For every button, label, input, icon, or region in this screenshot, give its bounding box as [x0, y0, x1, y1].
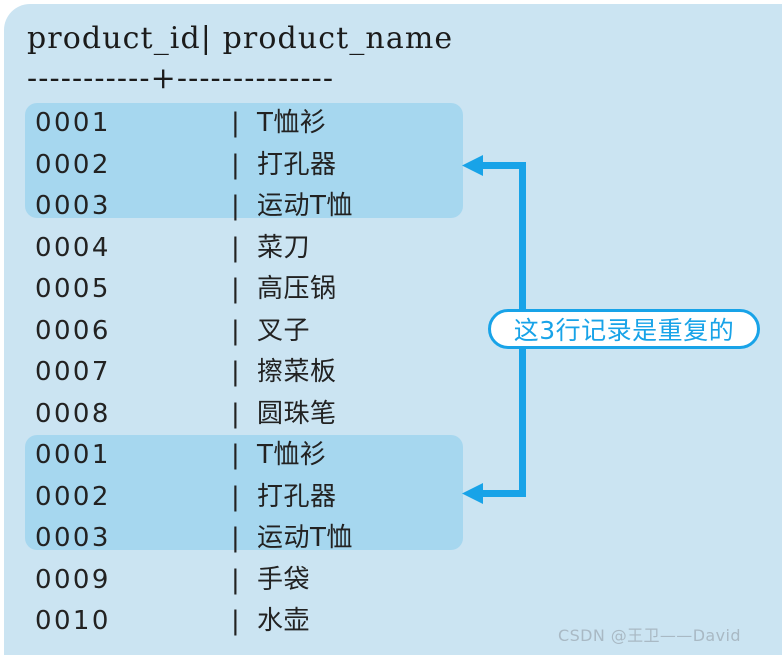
cell-separator-pipe: |	[231, 481, 240, 512]
cell-separator-pipe: |	[231, 523, 240, 553]
cell-product-id: 0002	[35, 481, 111, 512]
duplicate-callout-label: 这3行记录是重复的	[513, 316, 735, 345]
cell-separator-pipe: |	[231, 440, 240, 470]
table-row: 0001 | T恤衫	[0, 435, 500, 477]
table-row: 0003 | 运动T恤	[0, 518, 500, 560]
cell-separator-pipe: |	[231, 398, 240, 429]
cell-separator-pipe: |	[231, 149, 240, 180]
cell-product-name: 运动T恤	[257, 191, 353, 221]
watermark-label: CSDN @王卫——David	[558, 626, 741, 645]
cell-product-id: 0002	[35, 149, 111, 180]
duplicate-highlight-band-second	[25, 435, 463, 550]
table-row: 0002 | 打孔器	[0, 145, 500, 187]
cell-product-id: 0001	[35, 440, 111, 470]
cell-product-name: 水壶	[257, 606, 311, 636]
cell-product-id: 0006	[35, 315, 111, 346]
cell-product-name: 擦菜板	[257, 357, 337, 387]
cell-product-id: 0004	[35, 232, 111, 263]
cell-separator-pipe: |	[231, 108, 240, 138]
cell-product-name: 高压锅	[257, 274, 337, 304]
cell-product-id: 0009	[35, 564, 111, 595]
cell-product-id: 0007	[35, 357, 111, 387]
table-body: 0001 | T恤衫 0002 | 打孔器 0003 | 运动T恤 0004 | 菜刀 0005 | 高压锅…	[0, 103, 500, 643]
cell-product-id: 0008	[35, 398, 111, 429]
cell-product-name: T恤衫	[257, 440, 327, 470]
cell-separator-pipe: |	[231, 191, 240, 221]
cell-separator-pipe: |	[231, 232, 240, 263]
cell-product-id: 0005	[35, 274, 111, 304]
cell-product-name: 手袋	[257, 564, 311, 595]
table-row: 0005 | 高压锅	[0, 269, 500, 311]
table-row: 0007 | 擦菜板	[0, 352, 500, 394]
cell-product-name: T恤衫	[257, 108, 327, 138]
duplicate-callout-box[interactable]: 这3行记录是重复的	[488, 309, 760, 349]
table-row: 0009 | 手袋	[0, 560, 500, 602]
cell-separator-pipe: |	[231, 357, 240, 387]
cell-product-id: 0010	[35, 606, 111, 636]
cell-product-name: 运动T恤	[257, 523, 353, 553]
table-row: 0003 | 运动T恤	[0, 186, 500, 228]
cell-separator-pipe: |	[231, 606, 240, 636]
cell-product-id: 0003	[35, 523, 111, 553]
table-row: 0002 | 打孔器	[0, 477, 500, 519]
table-separator-line: -----------+--------------	[27, 61, 335, 96]
cell-product-name: 圆珠笔	[257, 398, 337, 429]
cell-product-name: 打孔器	[257, 149, 337, 180]
cell-product-name: 菜刀	[257, 232, 311, 263]
table-row: 0006 | 叉子	[0, 311, 500, 353]
cell-product-id: 0001	[35, 108, 111, 138]
table-row: 0008 | 圆珠笔	[0, 394, 500, 436]
cell-product-name: 叉子	[257, 315, 311, 346]
table-row: 0010 | 水壶	[0, 601, 500, 643]
cell-product-id: 0003	[35, 191, 111, 221]
table-row: 0001 | T恤衫	[0, 103, 500, 145]
cell-separator-pipe: |	[231, 315, 240, 346]
table-row: 0004 | 菜刀	[0, 228, 500, 270]
cell-separator-pipe: |	[231, 564, 240, 595]
cell-separator-pipe: |	[231, 274, 240, 304]
table-header-line: product_id| product_name	[27, 21, 454, 56]
cell-product-name: 打孔器	[257, 481, 337, 512]
duplicate-highlight-band-first	[25, 103, 463, 218]
